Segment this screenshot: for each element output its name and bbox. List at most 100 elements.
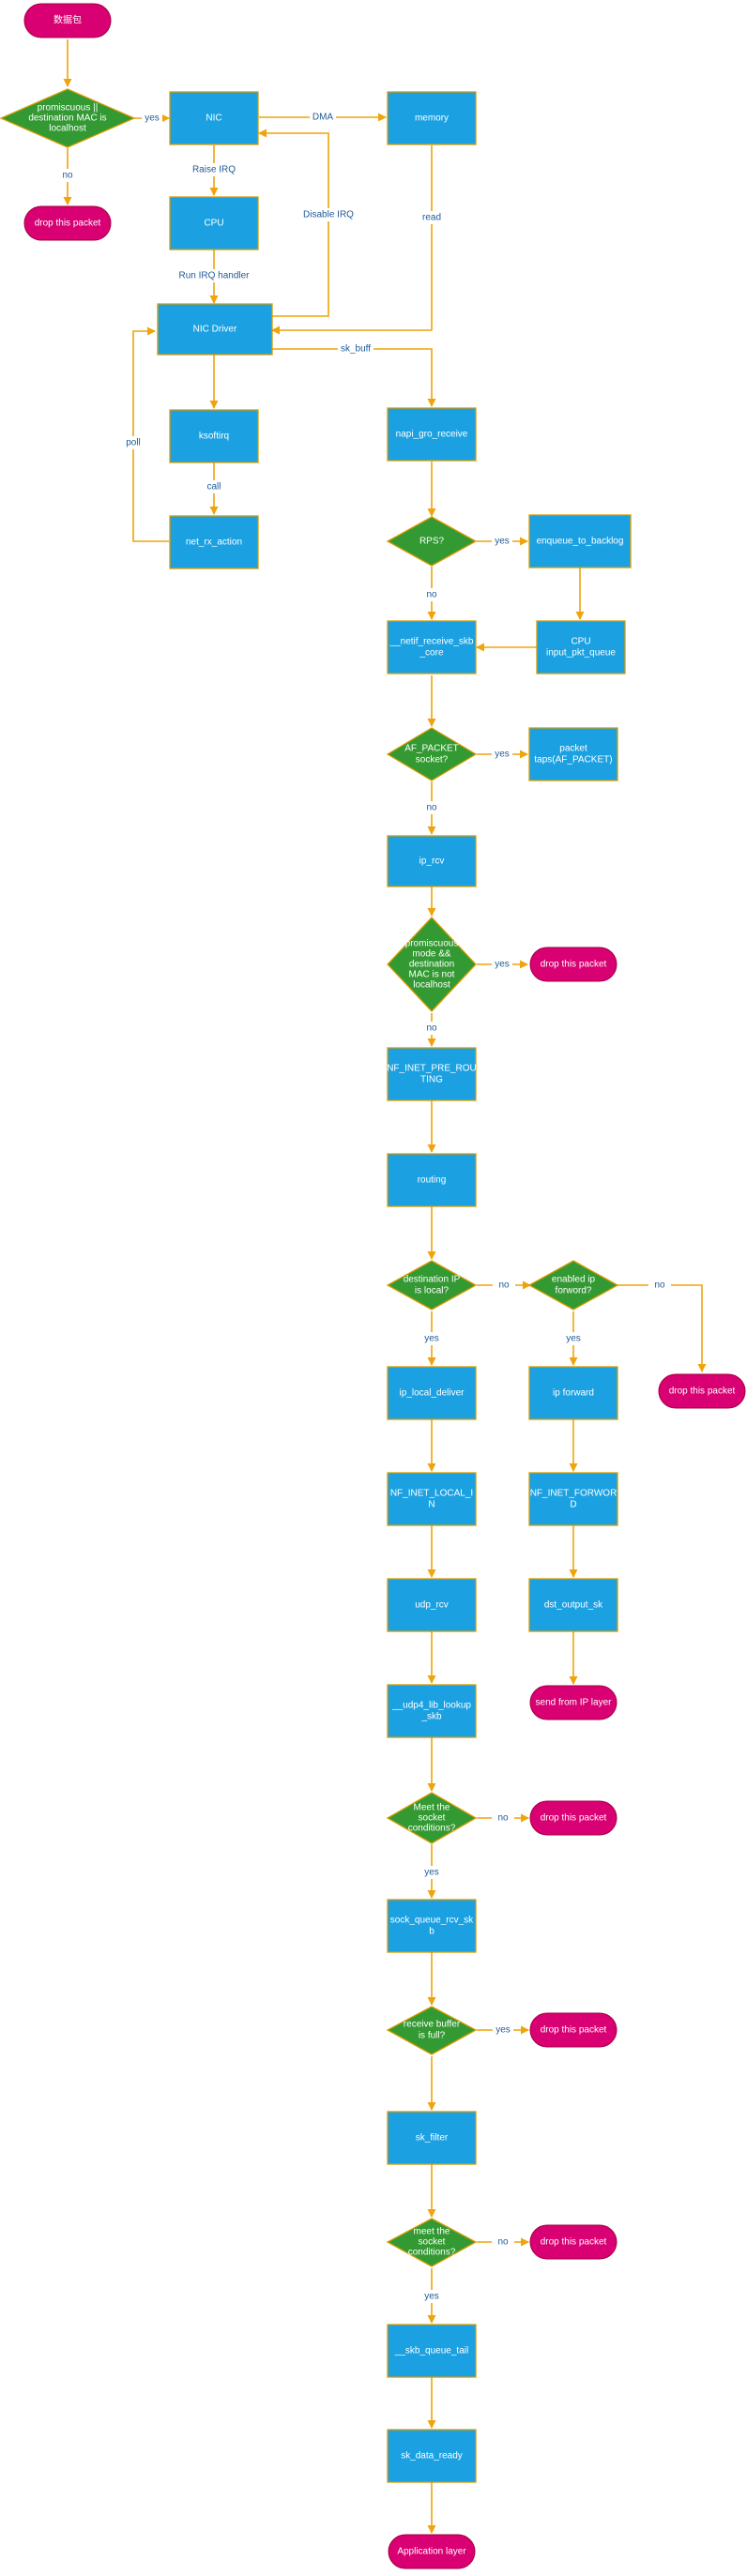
label-sk-buff: sk_buff (341, 344, 371, 355)
promisc-check-line2: destination MAC is (28, 114, 106, 124)
label-yes: yes (424, 2292, 439, 2302)
meet-cond-2-line1: meet the (414, 2227, 450, 2237)
nf-forward-box (528, 1472, 618, 1526)
nic-driver-box (157, 303, 273, 356)
label-dma: DMA (313, 113, 334, 123)
connectors (63, 39, 707, 2534)
ip-forward-enabled-diamond (527, 1260, 619, 1311)
drop-terminal-1 (23, 205, 112, 241)
label-call: call (206, 482, 221, 492)
dest-ip-local-diamond (386, 1260, 478, 1311)
ip-forward-enabled-line2: forword? (556, 1286, 592, 1296)
ip-local-deliver-label: ip_local_deliver (400, 1388, 465, 1399)
netif-receive-skb-core-box (387, 620, 477, 674)
promisc-check-line3: localhost (49, 124, 86, 134)
promisc-check-diamond (0, 88, 136, 148)
meet-cond-1-line3: conditions? (408, 1824, 456, 1834)
meet-cond-1-line1: Meet the (414, 1803, 450, 1813)
label-yes: yes (495, 2025, 511, 2036)
cpu-label: CPU (204, 219, 223, 229)
label-raise-irq: Raise IRQ (192, 165, 236, 175)
promisc-mode-line4: MAC is not (409, 970, 455, 980)
send-from-ip-label: send from IP layer (536, 1698, 613, 1708)
meet-cond-2-line2: socket (419, 2237, 446, 2248)
label-run-irq-handler: Run IRQ handler (178, 271, 250, 281)
ip-rcv-box (387, 835, 477, 887)
drop-terminal-4 (529, 1800, 617, 1836)
nf-pre-routing-line2: TING (420, 1075, 443, 1085)
sk-filter-label: sk_filter (416, 2133, 449, 2144)
drop-terminal-6 (529, 2224, 617, 2260)
drop-label-6: drop this packet (541, 2237, 607, 2248)
label-no: no (497, 1813, 509, 1824)
enqueue-to-backlog-box (528, 514, 632, 568)
meet-cond-2-diamond (386, 2218, 478, 2267)
udp4-lib-lookup-line2: _skb (420, 1712, 442, 1722)
af-packet-line2: socket? (416, 755, 449, 765)
drop-label-5: drop this packet (541, 2025, 607, 2036)
ip-rcv-label: ip_rcv (419, 856, 445, 867)
net-rx-action-box (169, 515, 259, 569)
nf-pre-routing-box (387, 1047, 477, 1101)
dest-ip-local-line1: destination IP (404, 1275, 461, 1285)
ksoftirq-label: ksoftirq (199, 432, 229, 442)
cpu-input-pkt-queue-line2: input_pkt_queue (546, 648, 616, 659)
label-no: no (426, 1023, 437, 1034)
cpu-input-pkt-queue-line1: CPU (571, 637, 590, 647)
promisc-mode-line5: localhost (413, 980, 450, 991)
cpu-box (169, 196, 259, 250)
drop-label-1: drop this packet (35, 219, 101, 229)
drop-terminal-3 (658, 1373, 746, 1409)
dest-ip-local-line2: is local? (415, 1286, 450, 1296)
label-yes: yes (424, 1334, 439, 1344)
nic-label: NIC (206, 114, 221, 124)
drop-label-4: drop this packet (541, 1813, 607, 1824)
start-label: 数据包 (53, 14, 82, 26)
rps-diamond (386, 516, 478, 567)
rps-label: RPS? (419, 537, 445, 547)
memory-label: memory (415, 114, 449, 124)
promisc-mode-diamond (387, 917, 477, 1012)
netif-receive-skb-core-line2: _core (419, 648, 443, 659)
drop-label-2: drop this packet (541, 960, 607, 970)
ip-forward-enabled-line1: enabled ip (552, 1275, 596, 1285)
udp4-lib-lookup-box (387, 1684, 477, 1738)
app-layer-label: Application layer (397, 2547, 466, 2557)
packet-taps-box (528, 727, 618, 781)
drop-terminal-5 (529, 2012, 617, 2048)
ksoftirq-box (169, 409, 259, 463)
packet-taps-line2: taps(AF_PACKET) (534, 755, 612, 765)
label-yes: yes (495, 960, 510, 970)
app-layer-terminal (388, 2534, 476, 2569)
label-disable-irq: Disable IRQ (303, 210, 354, 220)
label-read: read (422, 213, 441, 223)
sock-queue-rcv-skb-box (387, 1899, 477, 1953)
nic-driver-label: NIC Driver (193, 325, 237, 335)
edge-driver-disable-irq (258, 129, 329, 317)
label-poll: poll (126, 438, 141, 448)
enqueue-to-backlog-label: enqueue_to_backlog (537, 537, 624, 547)
nf-forward-line1: NF_INET_FORWOR (530, 1489, 617, 1499)
nic-box (169, 91, 259, 145)
nf-forward-line2: D (570, 1500, 576, 1510)
recv-buffer-full-diamond (386, 2006, 478, 2055)
ip-forward-label: ip forward (553, 1388, 594, 1399)
edge-driver-to-napi (272, 348, 436, 407)
meet-cond-2-line3: conditions? (408, 2248, 456, 2258)
sk-data-ready-label: sk_data_ready (401, 2451, 463, 2462)
ip-local-deliver-box (387, 1366, 477, 1420)
edge-memory-read (271, 145, 433, 335)
meet-cond-1-diamond (386, 1792, 478, 1844)
recv-buffer-full-line2: is full? (419, 2031, 446, 2041)
skb-queue-tail-box (387, 2324, 477, 2378)
nf-local-in-box (387, 1472, 477, 1526)
label-yes: yes (495, 537, 510, 547)
sk-filter-box (387, 2111, 477, 2165)
cpu-input-pkt-queue-box (536, 620, 626, 674)
promisc-mode-line1: promiscuous (405, 939, 459, 949)
sock-queue-rcv-skb-line1: sock_queue_rcv_sk (390, 1916, 474, 1926)
dst-output-sk-label: dst_output_sk (544, 1600, 603, 1611)
napi-gro-receive-label: napi_gro_receive (396, 430, 468, 440)
packet-taps-line1: packet (559, 744, 587, 754)
